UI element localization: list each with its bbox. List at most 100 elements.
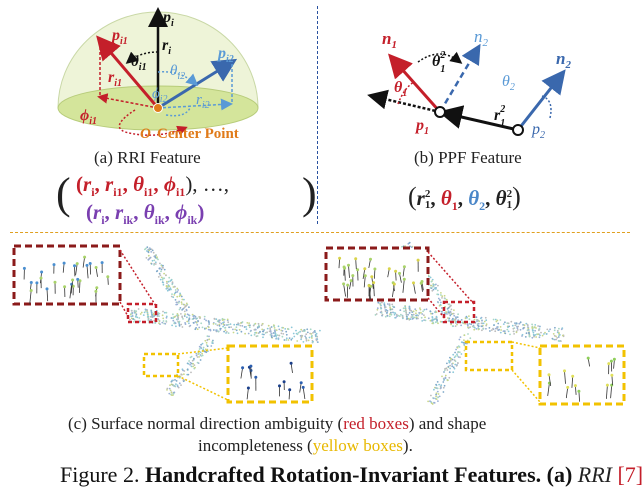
cloud-point bbox=[187, 368, 189, 370]
inset-point bbox=[393, 283, 396, 286]
cloud-point bbox=[517, 327, 519, 329]
cloud-point bbox=[319, 330, 321, 332]
cloud-point bbox=[534, 330, 536, 332]
cloud-point bbox=[525, 336, 527, 338]
cloud-point bbox=[194, 364, 196, 366]
cloud-point bbox=[500, 332, 502, 334]
cloud-point bbox=[143, 314, 145, 316]
cloud-point bbox=[432, 286, 434, 288]
cloud-point bbox=[146, 310, 148, 312]
cloud-point bbox=[204, 351, 206, 353]
cloud-point bbox=[417, 315, 419, 317]
cloud-point bbox=[266, 331, 268, 333]
cloud-point bbox=[136, 317, 138, 319]
cloud-point bbox=[504, 333, 506, 335]
cloud-point bbox=[421, 317, 423, 319]
cloud-point bbox=[187, 313, 189, 315]
cloud-point bbox=[433, 284, 435, 286]
cloud-point bbox=[506, 322, 508, 324]
cloud-point bbox=[163, 284, 165, 286]
cloud-point bbox=[470, 323, 472, 325]
cloud-point bbox=[200, 344, 202, 346]
cloud-point bbox=[469, 337, 471, 339]
cloud-point bbox=[166, 388, 168, 390]
cloud-point bbox=[236, 329, 238, 331]
cloud-point bbox=[179, 295, 181, 297]
inset-point bbox=[606, 384, 609, 387]
cloud-point bbox=[441, 321, 443, 323]
cloud-point bbox=[227, 319, 229, 321]
cloud-point bbox=[514, 324, 516, 326]
cloud-point bbox=[467, 327, 469, 329]
cloud-point bbox=[271, 333, 273, 335]
cloud-point bbox=[184, 313, 186, 315]
cloud-point bbox=[423, 314, 425, 316]
cloud-point bbox=[228, 332, 230, 334]
cloud-point bbox=[160, 279, 162, 281]
cloud-point bbox=[140, 313, 142, 315]
cloud-point bbox=[195, 353, 197, 355]
cloud-point bbox=[489, 327, 491, 329]
cloud-point bbox=[244, 333, 246, 335]
cloud-point bbox=[444, 312, 446, 314]
inset-point bbox=[71, 279, 74, 282]
cloud-point bbox=[162, 277, 164, 279]
vector-n2 bbox=[518, 74, 562, 130]
cloud-point bbox=[282, 336, 284, 338]
cloud-point bbox=[393, 306, 395, 308]
cloud-point bbox=[192, 314, 194, 316]
cloud-point bbox=[200, 347, 202, 349]
cloud-point bbox=[254, 329, 256, 331]
cloud-point bbox=[179, 325, 181, 327]
cloud-point bbox=[533, 332, 535, 334]
surface-caption-line1: (c) Surface normal direction ambiguity (… bbox=[68, 414, 486, 434]
cloud-point bbox=[444, 295, 446, 297]
cloud-point bbox=[213, 329, 215, 331]
cloud-point bbox=[175, 386, 177, 388]
cloud-point bbox=[506, 329, 508, 331]
cloud-point bbox=[165, 274, 167, 276]
cloud-point bbox=[179, 309, 181, 311]
cloud-point bbox=[176, 288, 178, 290]
cloud-point bbox=[492, 328, 494, 330]
cloud-point bbox=[448, 377, 450, 379]
cloud-point bbox=[180, 324, 182, 326]
cloud-point bbox=[202, 343, 204, 345]
cloud-point bbox=[431, 285, 433, 287]
cloud-point bbox=[445, 377, 447, 379]
cloud-point bbox=[200, 359, 202, 361]
cloud-point bbox=[153, 256, 155, 258]
cloud-point bbox=[153, 264, 155, 266]
inset-point bbox=[63, 262, 66, 265]
inset-point bbox=[46, 287, 49, 290]
cloud-point bbox=[446, 363, 448, 365]
cloud-point bbox=[158, 322, 160, 324]
cloud-point bbox=[475, 328, 477, 330]
cloud-point bbox=[148, 251, 150, 253]
inset-point bbox=[95, 286, 98, 289]
cloud-point bbox=[436, 311, 438, 313]
cloud-point bbox=[205, 320, 207, 322]
cloud-point bbox=[171, 284, 173, 286]
point-cloud-panel bbox=[0, 236, 640, 412]
cloud-point bbox=[420, 312, 422, 314]
cloud-point bbox=[437, 396, 439, 398]
cloud-point bbox=[478, 320, 480, 322]
cloud-point bbox=[477, 319, 479, 321]
inset-point bbox=[94, 290, 97, 293]
cloud-point bbox=[533, 336, 535, 338]
cloud-point bbox=[387, 315, 389, 317]
cloud-point bbox=[208, 322, 210, 324]
cloud-point bbox=[497, 323, 499, 325]
cloud-point bbox=[380, 305, 382, 307]
cloud-point bbox=[528, 333, 530, 335]
inset-point bbox=[610, 374, 613, 377]
cloud-point bbox=[223, 331, 225, 333]
cloud-point bbox=[155, 263, 157, 265]
inset-point bbox=[417, 259, 420, 262]
cloud-point bbox=[222, 319, 224, 321]
cloud-point bbox=[517, 329, 519, 331]
cloud-point bbox=[557, 332, 559, 334]
cloud-point bbox=[197, 320, 199, 322]
cloud-point bbox=[415, 310, 417, 312]
